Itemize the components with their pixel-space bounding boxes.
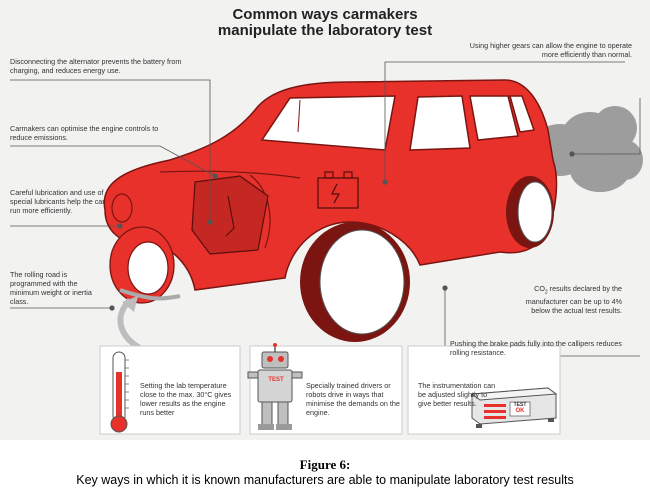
rear-wheel-front-side <box>300 222 410 342</box>
device-test-tag: TEST <box>513 402 527 408</box>
annotation-gears: Using higher gears can allow the engine … <box>469 41 632 59</box>
title-line-2: manipulate the laboratory test <box>217 22 433 39</box>
annotation-alternator: Disconnecting the alternator prevents th… <box>10 57 182 75</box>
side-window-2 <box>469 95 519 141</box>
figure-caption: Key ways in which it is known manufactur… <box>76 473 574 487</box>
co2-label: CO <box>534 284 545 293</box>
box-drivers-text: Specially trained drivers or robots driv… <box>306 381 400 417</box>
annotation-rolling-road: The rolling road is programmed with the … <box>10 270 92 306</box>
test-device-icon <box>470 387 558 428</box>
title-line-1: Common ways carmakers <box>232 6 418 23</box>
side-window-1 <box>409 95 471 151</box>
robot-icon <box>247 343 303 430</box>
co2-text: results declared by the manufacturer can… <box>525 284 622 316</box>
front-wheel <box>109 226 175 304</box>
robot-test-tag: TEST <box>268 377 284 383</box>
annotation-brake-pads: Pushing the brake pads fully into the ca… <box>450 339 622 357</box>
device-ok-tag: OK <box>515 408 525 414</box>
figure-label: Figure 6: <box>299 457 351 472</box>
annotation-lubrication: Careful lubrication and use of special l… <box>10 188 105 215</box>
annotation-co2: CO2 results declared by the manufacturer… <box>510 284 622 315</box>
windshield <box>260 95 396 151</box>
back-wheel <box>506 176 554 248</box>
box-instrumentation-text: The instrumentation can be adjusted slig… <box>418 381 496 408</box>
side-window-3 <box>509 95 536 133</box>
annotation-engine-controls: Carmakers can optimise the engine contro… <box>10 124 159 142</box>
exhaust-smoke <box>522 106 643 192</box>
thermometer-icon <box>110 351 129 433</box>
car-illustration <box>10 61 643 435</box>
co2-subscript: 2 <box>544 289 548 296</box>
box-temperature-text: Setting the lab temperature close to the… <box>140 381 232 417</box>
battery-icon <box>317 171 359 209</box>
engine-block <box>191 175 269 255</box>
